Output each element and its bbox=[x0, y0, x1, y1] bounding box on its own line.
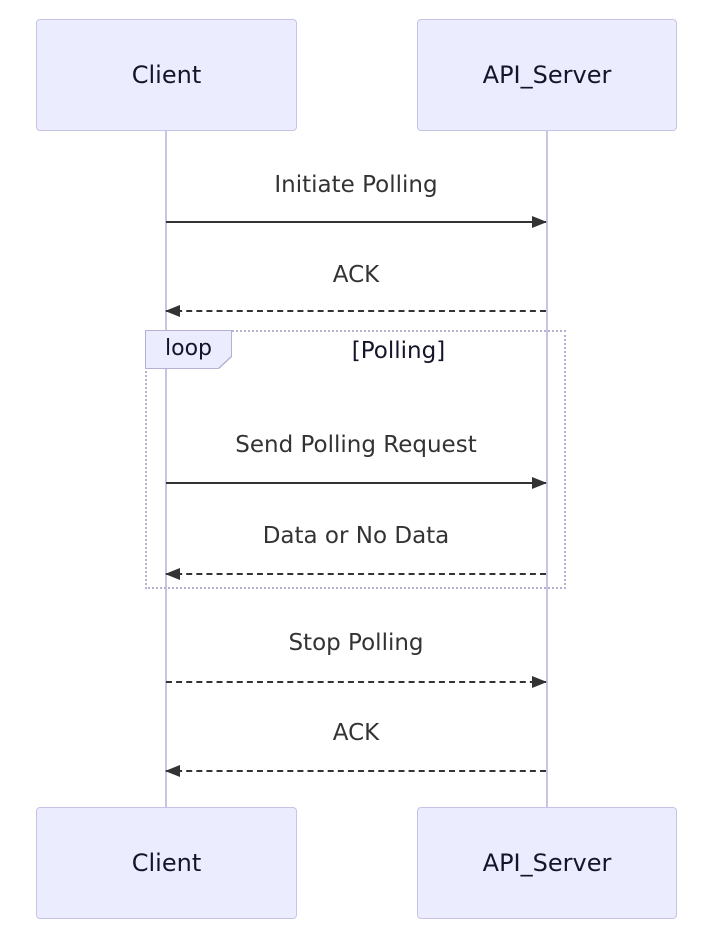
actor-client-bottom: Client bbox=[36, 807, 297, 919]
loop-condition: [Polling] bbox=[351, 338, 446, 364]
message-label-stop-polling: Stop Polling bbox=[288, 630, 424, 656]
message-arrow-dashed-left bbox=[166, 770, 546, 772]
message-label-data-or-no-data: Data or No Data bbox=[262, 523, 450, 549]
loop-keyword: loop bbox=[146, 331, 231, 368]
arrowhead-right-icon bbox=[532, 477, 547, 489]
message-arrow-solid-right bbox=[166, 482, 546, 484]
loop-label-tab: loop bbox=[145, 330, 232, 369]
arrowhead-left-icon bbox=[165, 765, 180, 777]
message-label-ack-1: ACK bbox=[332, 262, 380, 288]
message-label-initiate-polling: Initiate Polling bbox=[274, 172, 438, 198]
lifeline-client bbox=[165, 131, 167, 807]
message-arrow-dashed-right bbox=[166, 681, 546, 683]
loop-frame bbox=[145, 330, 566, 589]
message-label-ack-2: ACK bbox=[332, 720, 380, 746]
actor-label: Client bbox=[131, 61, 202, 89]
arrowhead-right-icon bbox=[532, 676, 547, 688]
actor-label: API_Server bbox=[482, 61, 612, 89]
message-arrow-dashed-left bbox=[166, 310, 546, 312]
arrowhead-left-icon bbox=[165, 568, 180, 580]
actor-label: API_Server bbox=[482, 849, 612, 877]
message-label-send-polling-request: Send Polling Request bbox=[235, 432, 477, 458]
message-arrow-solid-right bbox=[166, 221, 546, 223]
arrowhead-left-icon bbox=[165, 305, 180, 317]
actor-label: Client bbox=[131, 849, 202, 877]
actor-api-server-bottom: API_Server bbox=[417, 807, 677, 919]
message-arrow-dashed-left bbox=[166, 573, 546, 575]
lifeline-api-server bbox=[546, 131, 548, 807]
actor-api-server-top: API_Server bbox=[417, 19, 677, 131]
actor-client-top: Client bbox=[36, 19, 297, 131]
arrowhead-right-icon bbox=[532, 216, 547, 228]
